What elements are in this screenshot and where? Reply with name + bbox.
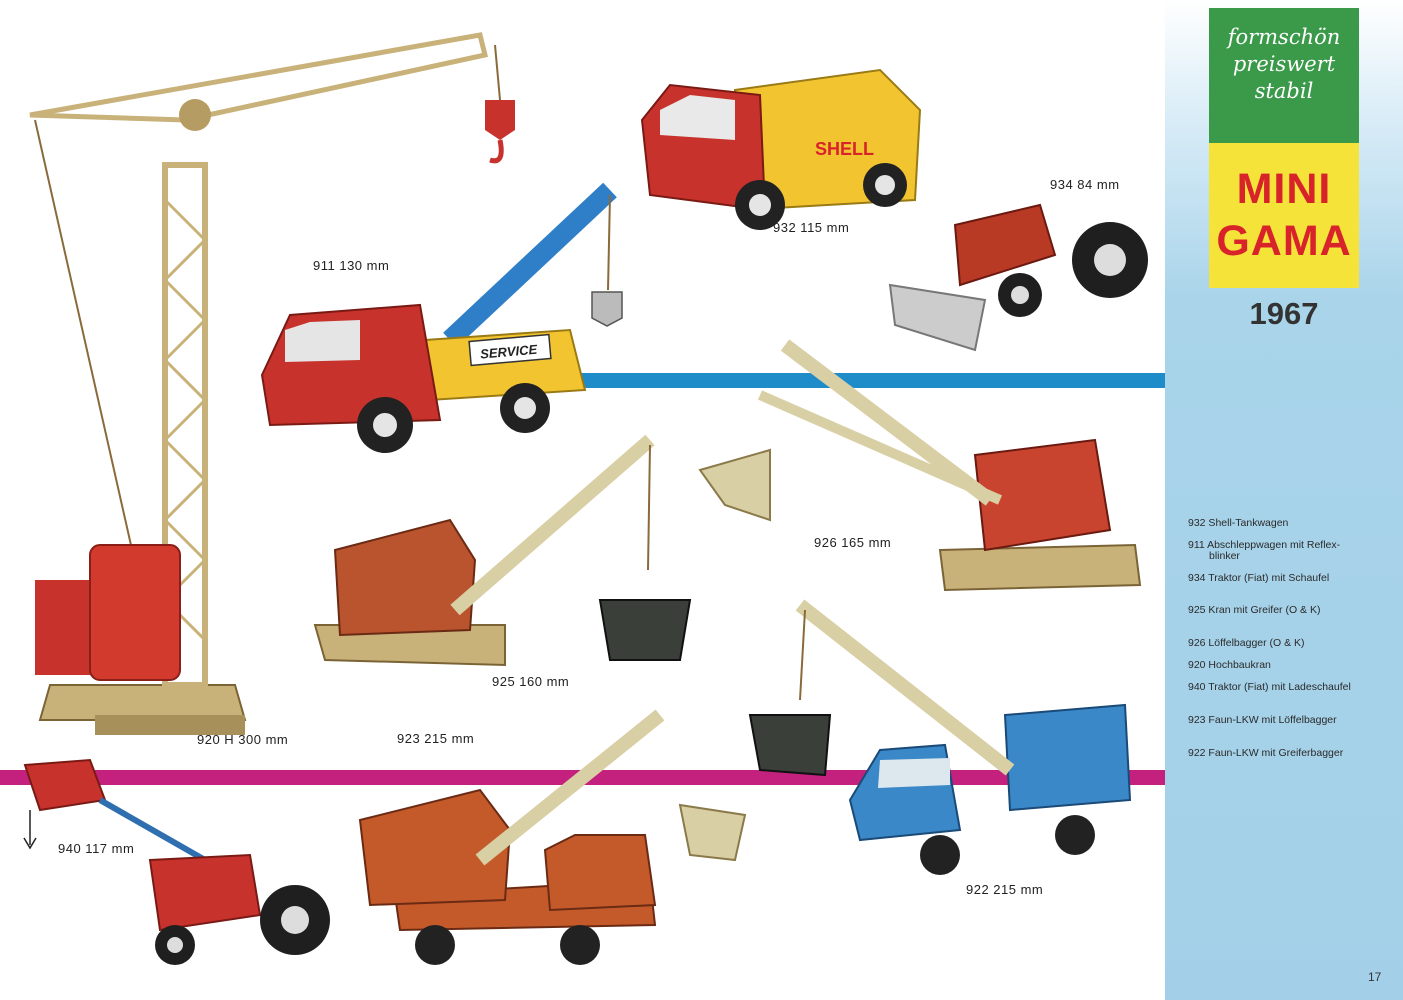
crane-grab-925: [313, 434, 692, 667]
slogan-line-2: preiswert: [1232, 52, 1336, 76]
tractor-934: [888, 203, 1148, 352]
brand-line-1: MINI: [1236, 165, 1332, 213]
catalog-year: 1967: [1249, 296, 1319, 331]
legend-item: 920 Hochbaukran: [1188, 659, 1271, 671]
label-925: 925 160 mm: [492, 674, 570, 689]
slogan-line-3: stabil: [1254, 79, 1314, 103]
tow-truck-911: SERVICE: [260, 182, 623, 453]
page-number: 17: [1368, 970, 1382, 984]
shovel-excavator-926: [698, 339, 1142, 592]
tanker-shell-text: SHELL: [815, 139, 874, 159]
legend-item: 923 Faun-LKW mit Löffelbagger: [1188, 714, 1337, 726]
blue-stripe: [545, 373, 1165, 388]
label-911: 911 130 mm: [313, 258, 390, 273]
tower-crane-920: [29, 32, 515, 735]
legend-item: blinker: [1209, 550, 1240, 562]
label-932: 932 115 mm: [773, 220, 850, 235]
legend-item: 940 Traktor (Fiat) mit Ladeschaufel: [1188, 681, 1351, 693]
label-920: 920 H 300 mm: [197, 732, 289, 747]
faun-truck-grab-922: [748, 599, 1132, 875]
legend-item: 925 Kran mit Greifer (O & K): [1188, 604, 1321, 616]
legend-item: 922 Faun-LKW mit Greiferbagger: [1188, 747, 1344, 759]
tractor-loader-940: [23, 758, 330, 965]
toy-vehicles-illustration: SHELL SERVICE: [23, 32, 1148, 965]
faun-truck-shovel-923: [358, 709, 747, 965]
slogan-line-1: formschön: [1227, 25, 1341, 49]
label-922: 922 215 mm: [966, 882, 1044, 897]
legend-item: 926 Löffelbagger (O & K): [1188, 637, 1305, 649]
tow-truck-service-text: SERVICE: [480, 342, 538, 362]
legend-item: 911 Abschleppwagen mit Reflex-: [1188, 539, 1341, 551]
label-934: 934 84 mm: [1050, 177, 1120, 192]
label-923: 923 215 mm: [397, 731, 475, 746]
slogan-box: formschön preiswert stabil: [1209, 8, 1359, 143]
legend-item: 934 Traktor (Fiat) mit Schaufel: [1188, 572, 1330, 584]
brand-box: MINI GAMA: [1209, 143, 1359, 288]
legend-item: 932 Shell-Tankwagen: [1188, 517, 1289, 529]
label-926: 926 165 mm: [814, 535, 892, 550]
label-940: 940 117 mm: [58, 841, 135, 856]
shell-tanker-932: SHELL: [640, 68, 922, 230]
brand-line-2: GAMA: [1216, 217, 1352, 265]
